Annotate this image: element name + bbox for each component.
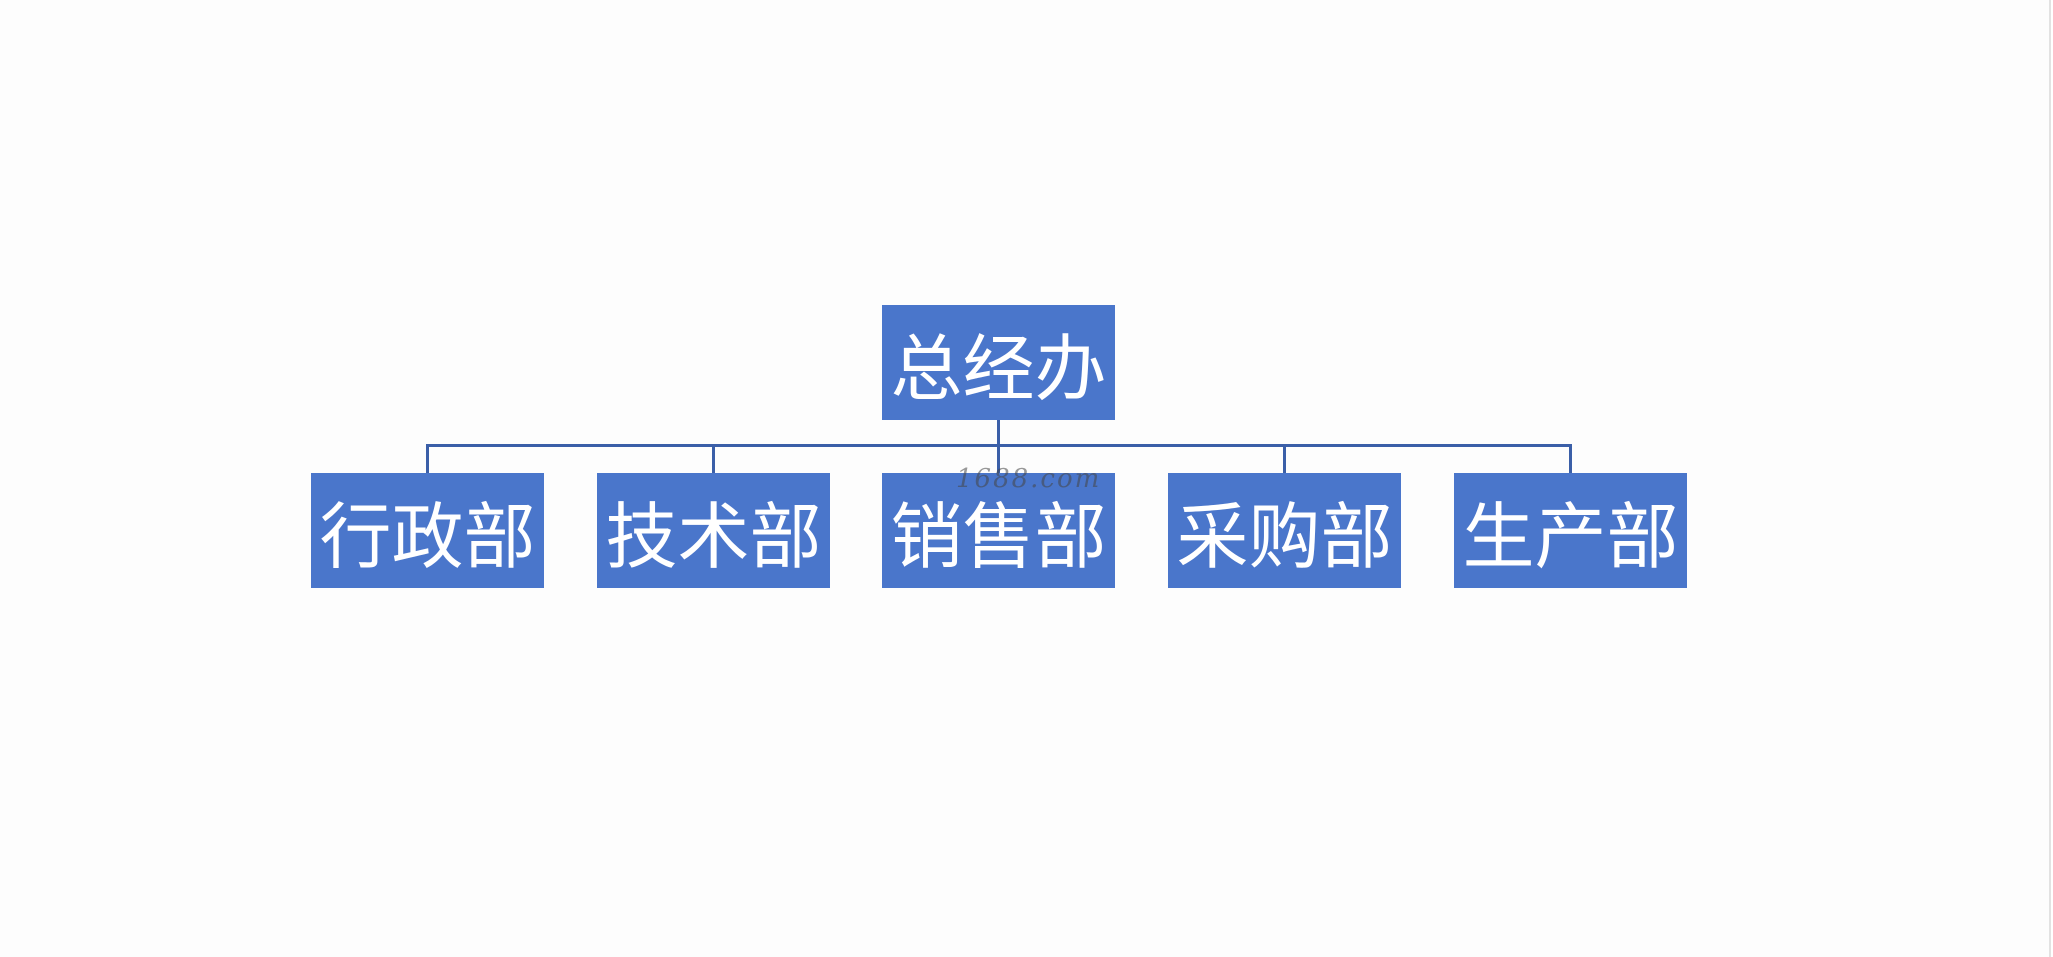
org-node-child-5-label: 生产部 xyxy=(1462,495,1679,579)
page-edge-divider xyxy=(2049,0,2051,957)
org-node-child-3: 销售部 xyxy=(882,473,1115,588)
connector-drop-5 xyxy=(1569,444,1572,473)
connector-root-stem xyxy=(997,420,1000,446)
org-node-root: 总经办 xyxy=(882,305,1115,420)
org-node-child-2-label: 技术部 xyxy=(605,495,822,579)
org-node-child-1-label: 行政部 xyxy=(319,495,536,579)
org-node-child-1: 行政部 xyxy=(311,473,544,588)
org-node-child-2: 技术部 xyxy=(597,473,830,588)
org-node-child-4: 采购部 xyxy=(1168,473,1401,588)
connector-drop-4 xyxy=(1283,444,1286,473)
connector-drop-3 xyxy=(997,444,1000,473)
connector-drop-1 xyxy=(426,444,429,473)
watermark-text: 1688.com xyxy=(956,464,1102,494)
org-node-child-4-label: 采购部 xyxy=(1176,495,1393,579)
org-node-child-3-label: 销售部 xyxy=(890,495,1107,579)
org-node-child-5: 生产部 xyxy=(1454,473,1687,588)
org-node-root-label: 总经办 xyxy=(890,327,1107,411)
connector-drop-2 xyxy=(712,444,715,473)
